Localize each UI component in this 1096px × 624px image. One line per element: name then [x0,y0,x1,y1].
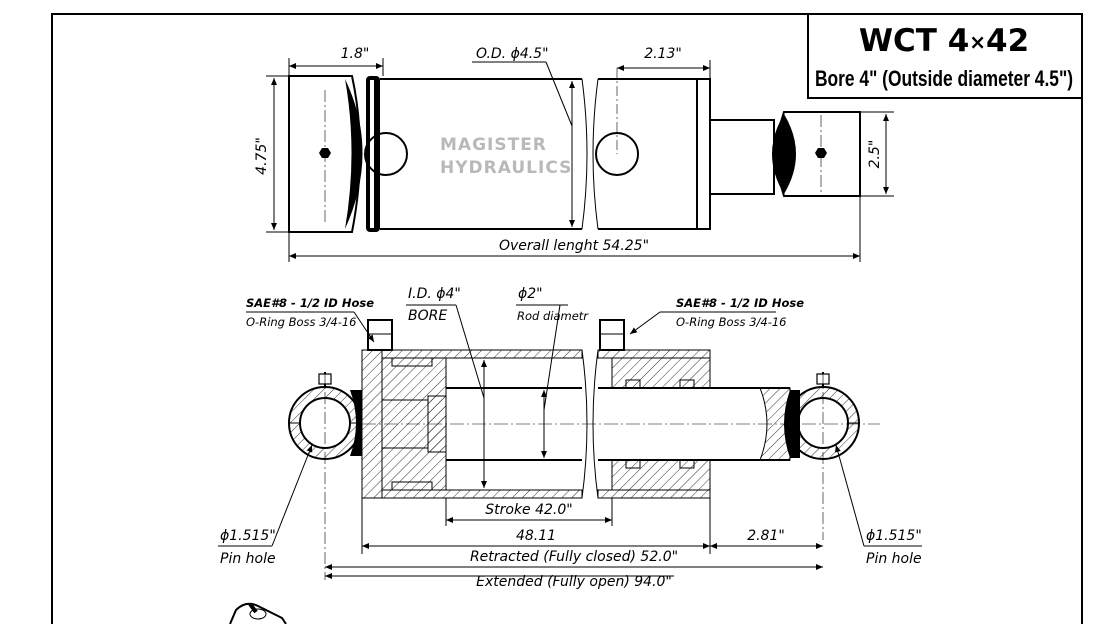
dim-port-offset: 2.13" [644,46,682,62]
bore-subtitle: Bore 4" (Outside diameter 4.5") [815,66,1073,91]
port-left-label-line2: O-Ring Boss 3/4-16 [246,315,357,329]
gland-bottom [611,459,711,491]
gland-top [611,357,711,389]
bore-label-line1: I.D. ϕ4" [408,286,461,302]
pin-right-label-line2: Pin hole [866,551,922,567]
port-left-circle [364,132,408,176]
model-title: WCT 4×42 [859,23,1029,59]
watermark-line1: MAGISTER [440,135,547,155]
top-external-view: MAGISTER HYDRAULICS [288,75,861,233]
grease-fitting-icon [815,148,827,158]
piston-rod [709,119,775,195]
dim-stroke: Stroke 42.0" [485,502,572,518]
dim-overall-length: Overall lenght 54.25" [499,238,649,254]
dim-2-81: 2.81" [747,528,785,544]
pin-left-label-line2: Pin hole [220,551,276,567]
rod-label-line1: ϕ2" [518,286,543,302]
gland-nut [696,78,711,230]
pin-left-label-line1: ϕ1.515" [220,528,276,544]
cap-weld-bead [345,79,363,229]
drawing-frame [51,13,1083,624]
dim-48-11: 48.11 [516,528,556,544]
section-view-annotations: SAE#8 - 1/2 ID Hose O-Ring Boss 3/4-16 I… [218,286,922,590]
port-right-label-line2: O-Ring Boss 3/4-16 [676,315,787,329]
port-left-label-line1: SAE#8 - 1/2 ID Hose [246,296,374,310]
section-view [288,319,880,580]
dim-cap-width: 1.8" [341,46,370,62]
rod-end-section [759,387,791,461]
break-line-right [592,78,599,230]
top-view-dimensions: 1.8" O.D. ϕ4.5" 2.13" 4.75" 2.5" Overall… [254,46,894,262]
dim-extended: Extended (Fully open) 94.0" [476,574,672,590]
dim-retracted: Retracted (Fully closed) 52.0" [470,549,678,565]
break-line-left [581,78,588,230]
port-left-fitting [367,319,393,351]
pin-right-label-line1: ϕ1.515" [866,528,922,544]
watermark-line2: HYDRAULICS [440,158,572,178]
bore-label-line2: BORE [408,308,447,324]
dim-height: 4.75" [254,137,270,175]
port-right-circle [595,132,639,176]
port-right-fitting [599,319,625,351]
title-block: WCT 4×42 Bore 4" (Outside diameter 4.5") [807,13,1083,99]
barrel-wall-top [381,349,583,359]
barrel-wall-bottom [381,489,583,499]
port-right-label-line1: SAE#8 - 1/2 ID Hose [676,296,804,310]
dim-outside-diameter: O.D. ϕ4.5" [476,46,549,62]
dim-rod-end: 2.5" [867,140,883,169]
isometric-sketch-partial [229,602,287,624]
rod-label-line2: Rod diametr [517,309,589,323]
